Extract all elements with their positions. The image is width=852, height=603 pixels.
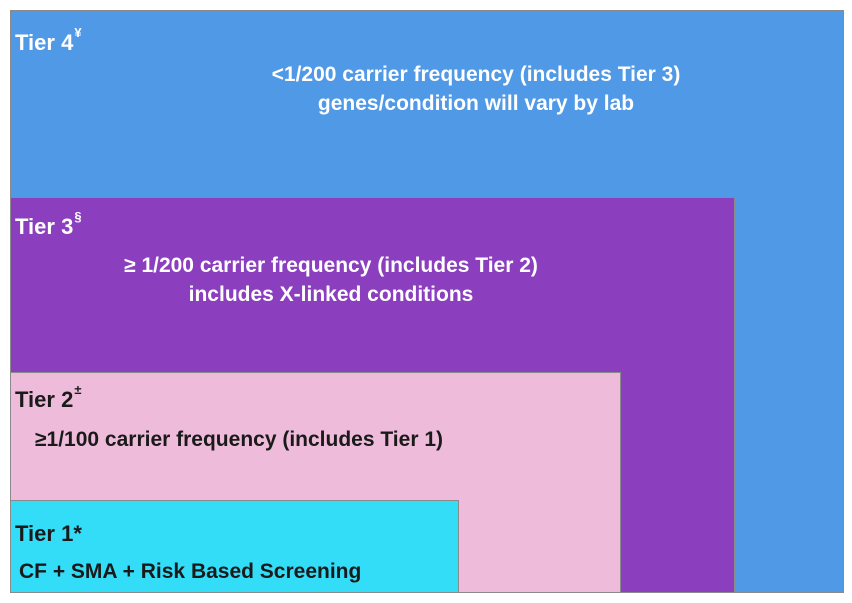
tier-2-footnote-mark: ± bbox=[74, 382, 82, 397]
tier-1-footnote-mark: * bbox=[73, 521, 82, 546]
tier-2-description: ≥1/100 carrier frequency (includes Tier … bbox=[35, 425, 515, 454]
tier-4-description-line-2: genes/condition will vary by lab bbox=[317, 92, 635, 115]
tier-3-description: ≥ 1/200 carrier frequency (includes Tier… bbox=[71, 251, 591, 309]
tier-3-footnote-mark: § bbox=[74, 209, 82, 224]
tier-2-description-line-1: ≥1/100 carrier frequency (includes Tier … bbox=[35, 428, 443, 451]
tier-3-description-line-1: ≥ 1/200 carrier frequency (includes Tier… bbox=[124, 254, 538, 277]
tier-4-footnote-mark: ¥ bbox=[74, 25, 82, 40]
tier-3-description-line-2: includes X-linked conditions bbox=[188, 283, 474, 306]
tier-1-box: Tier 1* CF + SMA + Risk Based Screening bbox=[10, 500, 459, 593]
tier-3-label: Tier 3§ bbox=[15, 209, 82, 239]
tier-4-label: Tier 4¥ bbox=[15, 25, 82, 55]
tier-4-description: <1/200 carrier frequency (includes Tier … bbox=[171, 60, 781, 118]
tier-4-description-line-1: <1/200 carrier frequency (includes Tier … bbox=[271, 63, 681, 86]
tier-1-label: Tier 1* bbox=[15, 521, 82, 546]
tier-1-description-line-1: CF + SMA + Risk Based Screening bbox=[19, 560, 362, 583]
tier-2-label: Tier 2± bbox=[15, 382, 82, 412]
tier-1-description: CF + SMA + Risk Based Screening bbox=[19, 557, 439, 586]
